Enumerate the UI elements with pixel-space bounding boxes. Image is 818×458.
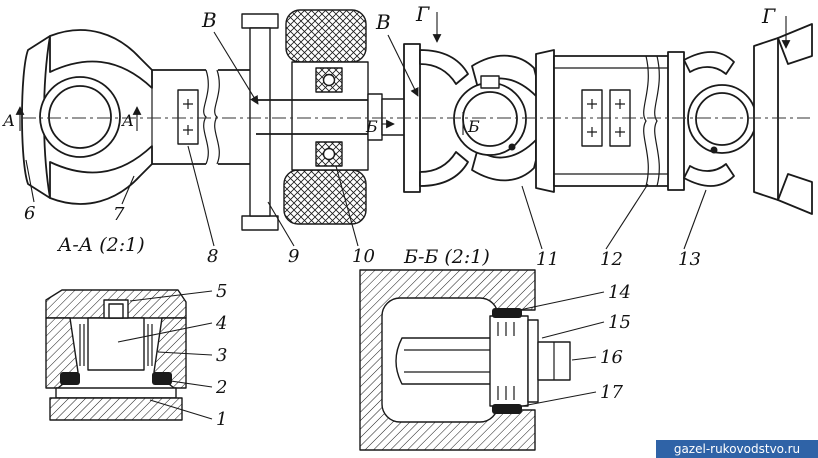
section-bb: Б-Б (2:1) 14 15 16 17 xyxy=(359,246,631,451)
spider-journal xyxy=(87,317,145,371)
rear-joint xyxy=(683,23,813,215)
break-line xyxy=(214,69,220,165)
section-mark-b2: Б xyxy=(467,117,480,136)
callout-bb-0: 14 xyxy=(608,282,631,303)
section-mark-a2: А xyxy=(121,111,134,130)
view-labels: В В Г Г А А Б Б xyxy=(2,2,791,136)
seal-ring xyxy=(60,372,80,385)
seal-ring xyxy=(152,372,172,385)
callout-main-1: 7 xyxy=(113,204,125,225)
callout-bb-2: 16 xyxy=(600,347,623,368)
retainer-washer xyxy=(527,319,539,403)
section-mark-b1: Б xyxy=(365,117,378,136)
spider-cap xyxy=(480,75,500,89)
watermark: gazel-rukovodstvo.ru xyxy=(656,440,818,458)
front-shaft-tube xyxy=(152,69,257,165)
view-label-g2: Г xyxy=(761,4,776,28)
watermark-text: gazel-rukovodstvo.ru xyxy=(674,442,800,456)
balance-plate xyxy=(177,89,199,145)
bearing-cup xyxy=(489,315,529,407)
callout-aa-0: 5 xyxy=(216,281,227,302)
callout-bb-1: 15 xyxy=(608,312,631,333)
rubber-cushion-top xyxy=(285,9,367,63)
callout-main-3: 9 xyxy=(288,246,299,267)
center-support-bearing xyxy=(241,9,407,231)
callout-main-4: 10 xyxy=(352,246,375,267)
end-flange xyxy=(753,37,779,201)
callout-aa-4: 1 xyxy=(216,409,227,430)
callout-main-6: 12 xyxy=(600,249,623,270)
intermediate-joint xyxy=(403,43,537,193)
callout-main-5: 11 xyxy=(536,249,559,270)
intermediate-bearing-ring xyxy=(453,82,527,156)
break-line xyxy=(654,55,660,187)
seal-ring xyxy=(492,308,522,318)
section-aa-title: А-А (2:1) xyxy=(56,234,145,256)
view-label-v1: В xyxy=(201,8,217,32)
rear-bearing-ring xyxy=(687,84,757,154)
rubber-cushion-bottom xyxy=(283,169,367,225)
needle-rollers xyxy=(497,322,515,400)
seal-ring xyxy=(492,404,522,414)
section-aa: А-А (2:1) 5 4 3 2 1 xyxy=(45,234,227,430)
section-bb-title: Б-Б (2:1) xyxy=(403,246,490,268)
grease-fitting xyxy=(710,146,718,154)
break-line xyxy=(203,69,209,165)
callout-main-7: 13 xyxy=(678,249,701,270)
section-mark-a1: А xyxy=(2,111,15,130)
watermark-background xyxy=(656,440,818,458)
callout-main-2: 8 xyxy=(207,246,218,267)
callout-aa-1: 4 xyxy=(215,313,227,334)
break-line xyxy=(643,55,649,187)
front-joint-yoke xyxy=(21,29,153,205)
callout-aa-2: 3 xyxy=(216,345,227,366)
main-callouts: 6 7 8 9 10 11 12 13 xyxy=(24,145,707,270)
view-label-v2: В xyxy=(375,10,391,34)
needle-rollers xyxy=(79,324,153,366)
callout-aa-3: 2 xyxy=(215,377,227,398)
callout-bb-3: 17 xyxy=(600,382,623,403)
front-bearing-ring xyxy=(39,76,121,158)
rear-shaft-tube xyxy=(535,49,685,193)
view-label-g1: Г xyxy=(415,2,430,26)
grease-fitting xyxy=(508,143,516,151)
support-bracket xyxy=(249,27,271,217)
callout-main-0: 6 xyxy=(24,203,35,224)
thrust-washer xyxy=(55,387,177,399)
